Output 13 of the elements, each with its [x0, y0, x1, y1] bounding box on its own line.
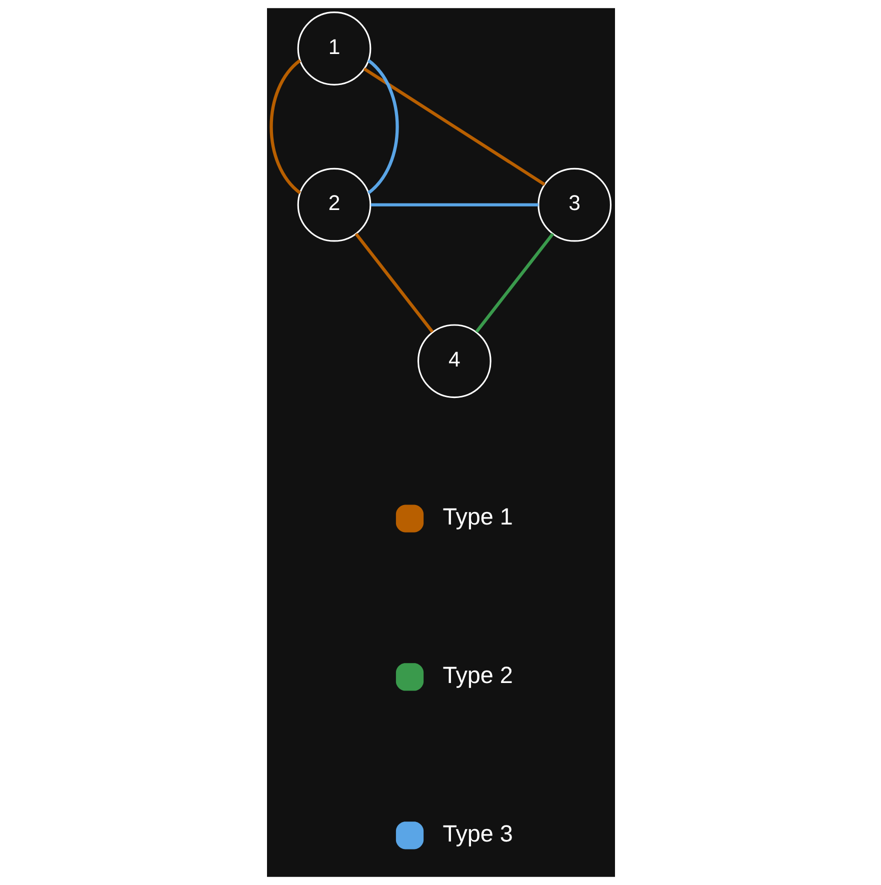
node-circle: 2	[296, 168, 371, 242]
legend-label: Type 3	[442, 820, 512, 846]
connector	[269, 59, 301, 194]
legend-label: Type 1	[442, 503, 512, 530]
legend-label: Type 2	[442, 662, 512, 688]
node-circle: 1	[296, 12, 371, 86]
node-circle: 3	[537, 168, 612, 242]
connector	[366, 59, 398, 194]
connector	[474, 232, 554, 333]
connector	[362, 67, 545, 186]
connector	[354, 232, 434, 333]
node-circle: 4	[416, 324, 491, 398]
connector	[370, 203, 538, 206]
